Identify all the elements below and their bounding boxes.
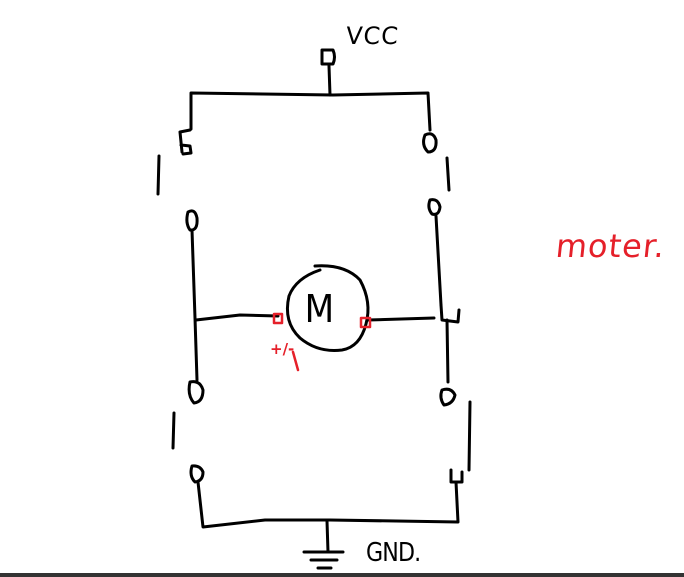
- bottom-border: [0, 573, 684, 577]
- vcc-label: VCC: [345, 22, 400, 50]
- motor-annotation: moter.: [554, 227, 668, 265]
- top-rail-wire: [189, 91, 432, 132]
- switch-top-left: [156, 128, 199, 232]
- motor-left-wire: [194, 313, 280, 322]
- switch-top-right: [422, 132, 451, 216]
- right-leg-wire: [434, 214, 450, 384]
- gnd-label: GND.: [366, 538, 421, 568]
- vcc-terminal: [320, 48, 336, 97]
- motor-terminal-right: [359, 316, 372, 329]
- bottom-rail-wire: [196, 480, 460, 529]
- motor-right-wire: [366, 316, 436, 322]
- ground-symbol: [302, 519, 345, 570]
- right-node-marker: [439, 303, 461, 324]
- switch-bottom-left: [171, 380, 205, 484]
- switch-bottom-right: [439, 387, 472, 484]
- motor-terminal-left: [272, 312, 284, 325]
- motor: [285, 264, 370, 352]
- left-leg-wire: [190, 228, 199, 382]
- motor-note-mark: [291, 350, 300, 372]
- motor-symbol-label: M: [304, 287, 335, 331]
- terminal-annotation: +/-: [270, 340, 295, 358]
